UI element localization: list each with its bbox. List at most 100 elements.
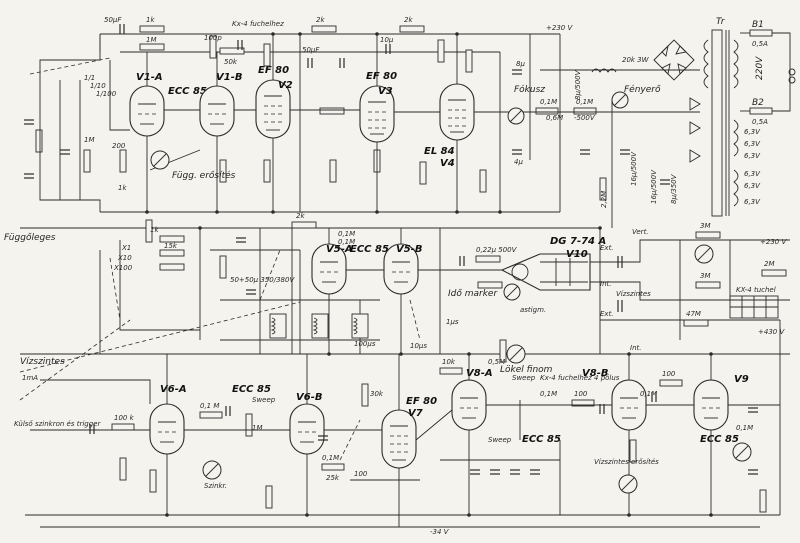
label-kulso-szinkron: Külső szinkron és trigger (14, 419, 101, 428)
label-kx4-top: Kx-4 fuchelhez (232, 20, 284, 28)
tube-v3-type: EF 80 (366, 71, 397, 82)
tube-v8a: V8-A (451, 368, 493, 431)
label-minus34: -34 V (430, 528, 450, 536)
tube-v9-type: ECC 85 (700, 434, 739, 445)
resistors (35, 25, 787, 513)
crt-v10: DG 7-74 A V10 (500, 236, 606, 291)
crt-type: DG 7-74 A (550, 236, 606, 247)
tube-v3: EF 80 V3 (359, 71, 397, 143)
label-fugg-erosites: Függ. erősítés (172, 170, 236, 181)
winding-1: 6,3V (744, 128, 761, 136)
winding-5: 6,3V (744, 182, 761, 190)
res-v5-01m-a: 0,1M (338, 230, 355, 238)
res-v8-05m: 0,5M (488, 358, 505, 366)
label-1ma: 1mA (22, 374, 38, 382)
tube-v9: V9 ECC 85 (693, 374, 749, 445)
tube-v2: EF 80 V2 (255, 65, 293, 139)
power-supply: B1 0,5A B2 0,5A Tr 220V 6,3V 6,3V 6,3V 6… (540, 17, 796, 217)
label-ext-1: Ext. (600, 244, 614, 252)
winding-4: 6,3V (744, 170, 761, 178)
winding-3: 6,3V (744, 152, 761, 160)
res-right-3m-a: 3M (700, 222, 711, 230)
label-plus230-top: +230 V (546, 24, 573, 32)
res-v9-100: 100 (662, 370, 676, 378)
tube-v5a: V5-A ECC 85 (311, 243, 389, 295)
label-vert: Vert. (632, 228, 649, 236)
res-50k: 50k (224, 58, 238, 66)
tube-v8a-name: V8-A (466, 368, 493, 379)
label-int-1: Int. (600, 280, 611, 288)
label-vizszintes-left: Vízszintes (20, 357, 65, 367)
res-v8-01m: 0,1M (540, 390, 557, 398)
supply-resistor-20k: 20k 3W (622, 56, 650, 64)
label-fokusz: Fókusz (514, 84, 545, 95)
tube-v6a-type: ECC 85 (232, 384, 271, 395)
potentiometers (150, 91, 752, 494)
tube-v1a: V1-A ECC 85 (129, 72, 207, 137)
res-1m-a: 1M (146, 36, 157, 44)
switch-linkages (19, 57, 421, 461)
res-right-3m-b: 3M (700, 272, 711, 280)
label-vizszintes-erosites: Vízszintes erősítés (594, 457, 659, 466)
time-10us: 10µs (410, 342, 427, 350)
label-plus230-right: +230 V (760, 238, 787, 246)
tube-v4-type: EL 84 (424, 146, 455, 157)
label-minus500: -500V (574, 114, 596, 122)
capacitors (24, 24, 758, 475)
cap-50uf-b: 50µF (302, 46, 320, 54)
wiring (30, 34, 790, 527)
supply-resistor-01m-b: 0,1M (576, 98, 593, 106)
winding-2: 6,3V (744, 140, 761, 148)
res-v8-10k: 10k (442, 358, 456, 366)
tube-v4: EL 84 V4 (424, 83, 475, 169)
res-v6-100k: 100 k (114, 414, 135, 422)
res-1m-b: 1M (84, 136, 95, 144)
res-v5-1k: 1k (150, 226, 159, 234)
supply-cap-2: 16µ/500V (630, 151, 638, 186)
res-v5-01m-b: 0,1M (338, 238, 355, 246)
tube-v5b: V5-B (383, 243, 422, 295)
supply-cap-4: 8µ/350V (670, 173, 678, 204)
switch-1-100: 1/100 (96, 90, 117, 98)
tube-v5a-name: V5-A (326, 244, 353, 255)
supply-cap-3: 16µ/500V (650, 169, 658, 204)
switch-x100: X100 (113, 264, 133, 272)
tube-v7: EF 80 V7 (381, 396, 437, 469)
label-int-2: Int. (630, 344, 641, 352)
switch-labels: X1 X10 X100 1/1 1/10 1/100 (84, 74, 133, 272)
res-2k-b: 2k (404, 16, 413, 24)
winding-6: 6,3V (744, 198, 761, 206)
tube-v4-name: V4 (440, 158, 455, 169)
res-v9-01m-b: 0,1M (736, 424, 753, 432)
component-values: 50µF 1k 1M 100p 50k 50µF 2k 2k 10µ 1k 1M… (84, 16, 775, 482)
res-v7-100: 100 (354, 470, 368, 478)
cap-100p: 100p (204, 34, 222, 42)
res-1k-a: 1k (146, 16, 155, 24)
junction-dots (145, 32, 713, 517)
supply-resistor-22m: 2,2M (600, 191, 608, 208)
time-1us: 1µs (446, 318, 459, 326)
label-lokel-finom: Lökel finom (500, 365, 553, 375)
tube-v5b-name: V5-B (396, 244, 422, 255)
tube-v2-type: EF 80 (258, 65, 289, 76)
supply-resistor-06m: 0,6M (546, 114, 563, 122)
res-right-2m: 2M (764, 260, 775, 268)
label-sweep-top: Sweep (252, 396, 276, 404)
res-v7-01m: 0,1M (322, 454, 339, 462)
res-v6-01m: 0,1 M (200, 402, 219, 410)
label-kx4-tuchel: KX-4 tuchel (736, 286, 776, 294)
tube-v7-name: V7 (408, 408, 423, 419)
cap-10u: 10µ (380, 36, 394, 44)
transformer-label: Tr (716, 17, 726, 27)
fuse-b1: B1 (752, 20, 764, 30)
res-v5-2k: 2k (296, 212, 305, 220)
res-v7-30k: 30k (370, 390, 384, 398)
res-v9-01m-a: 0,1M (640, 390, 657, 398)
tube-v2-name: V2 (278, 80, 293, 91)
tube-v8b-type: ECC 85 (522, 434, 561, 445)
switch-x1: X1 (121, 244, 131, 252)
tube-v1a-type: ECC 85 (168, 86, 207, 97)
tube-v7-type: EF 80 (406, 396, 437, 407)
